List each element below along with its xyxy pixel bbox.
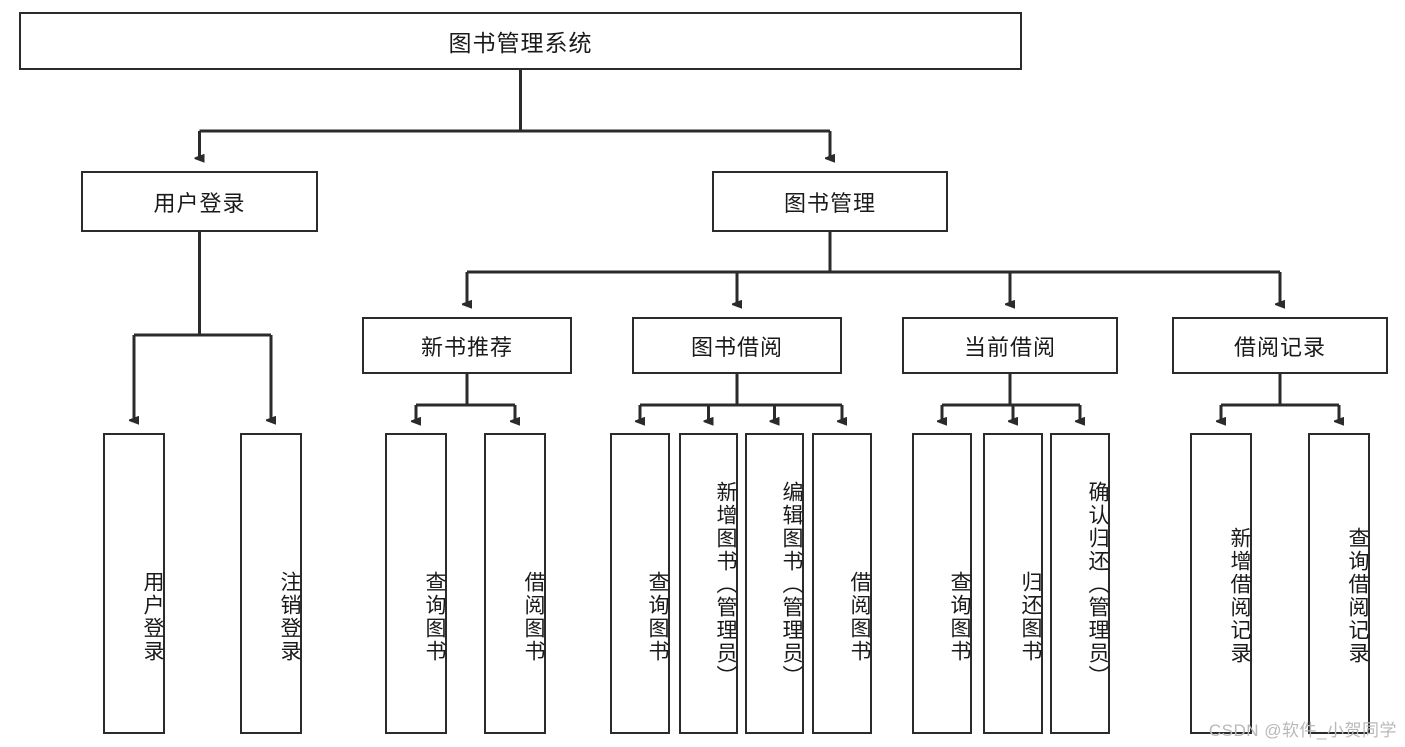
leaf-add-record[interactable]: 新增借阅记录 [1190, 433, 1252, 734]
node-current-borrow-label: 当前借阅 [963, 334, 1056, 360]
leaf-borrow-book-2-label: 借阅图书 [848, 570, 871, 663]
leaf-query-book-3-label: 查询图书 [948, 570, 971, 663]
leaf-query-book-2[interactable]: 查询图书 [610, 433, 670, 734]
leaf-query-book-2-label: 查询图书 [646, 570, 669, 663]
leaf-confirm-return[interactable]: 确认归还（管理员） [1050, 433, 1110, 734]
leaf-edit-book-label: 编辑图书（管理员） [780, 481, 803, 688]
leaf-return-book-label: 归还图书 [1019, 570, 1042, 663]
leaf-confirm-return-label: 确认归还（管理员） [1086, 481, 1109, 688]
leaf-query-book-1[interactable]: 查询图书 [385, 433, 447, 734]
node-root-label: 图书管理系统 [448, 30, 593, 56]
leaf-borrow-book-1-label: 借阅图书 [522, 570, 545, 663]
node-book-borrow[interactable]: 图书借阅 [632, 317, 842, 374]
leaf-add-record-label: 新增借阅记录 [1228, 526, 1251, 665]
leaf-query-book-1-label: 查询图书 [423, 570, 446, 663]
node-new-book-recommend-label: 新书推荐 [420, 334, 513, 360]
leaf-borrow-book-1[interactable]: 借阅图书 [484, 433, 546, 734]
leaf-add-book-label: 新增图书（管理员） [714, 481, 737, 688]
node-user-login-label: 用户登录 [153, 190, 246, 216]
node-book-management[interactable]: 图书管理 [712, 171, 948, 232]
node-borrow-records-label: 借阅记录 [1233, 334, 1326, 360]
leaf-query-record[interactable]: 查询借阅记录 [1308, 433, 1370, 734]
leaf-logout-label: 注销登录 [278, 570, 301, 663]
csdn-watermark: CSDN @软件_小贺同学 [1208, 721, 1397, 740]
leaf-borrow-book-2[interactable]: 借阅图书 [812, 433, 872, 734]
node-root[interactable]: 图书管理系统 [19, 12, 1022, 70]
leaf-query-book-3[interactable]: 查询图书 [912, 433, 972, 734]
node-borrow-records[interactable]: 借阅记录 [1172, 317, 1388, 374]
node-current-borrow[interactable]: 当前借阅 [902, 317, 1118, 374]
leaf-query-record-label: 查询借阅记录 [1346, 526, 1369, 665]
leaf-add-book[interactable]: 新增图书（管理员） [679, 433, 738, 734]
node-book-borrow-label: 图书借阅 [690, 334, 783, 360]
leaf-user-login[interactable]: 用户登录 [103, 433, 165, 734]
node-book-management-label: 图书管理 [783, 190, 876, 216]
leaf-edit-book[interactable]: 编辑图书（管理员） [745, 433, 804, 734]
node-new-book-recommend[interactable]: 新书推荐 [362, 317, 572, 374]
leaf-logout[interactable]: 注销登录 [240, 433, 302, 734]
leaf-return-book[interactable]: 归还图书 [983, 433, 1043, 734]
node-user-login[interactable]: 用户登录 [81, 171, 318, 232]
leaf-user-login-label: 用户登录 [141, 570, 164, 663]
